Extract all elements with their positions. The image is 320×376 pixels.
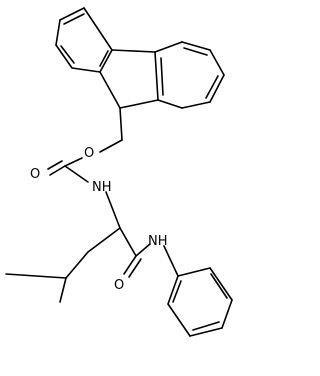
atom-o-amide-carbonyl: O (114, 278, 124, 293)
fluorene-right-ring (154, 41, 225, 109)
fluorene-left-ring (55, 7, 113, 73)
atom-o-carbamate-carbonyl: O (30, 167, 40, 182)
backbone-bonds (5, 191, 151, 303)
atom-nh-amide: NH (148, 234, 168, 249)
linker-bonds (99, 107, 123, 153)
atom-o-ester: O (84, 146, 94, 161)
fluorene-five-ring (99, 49, 159, 109)
anilide-bonds (163, 245, 233, 337)
atom-nh-carbamate: NH (92, 180, 112, 195)
molecule-structure-diagram: O O NH O NH (5, 7, 233, 337)
carbamate-bonds (47, 157, 89, 183)
